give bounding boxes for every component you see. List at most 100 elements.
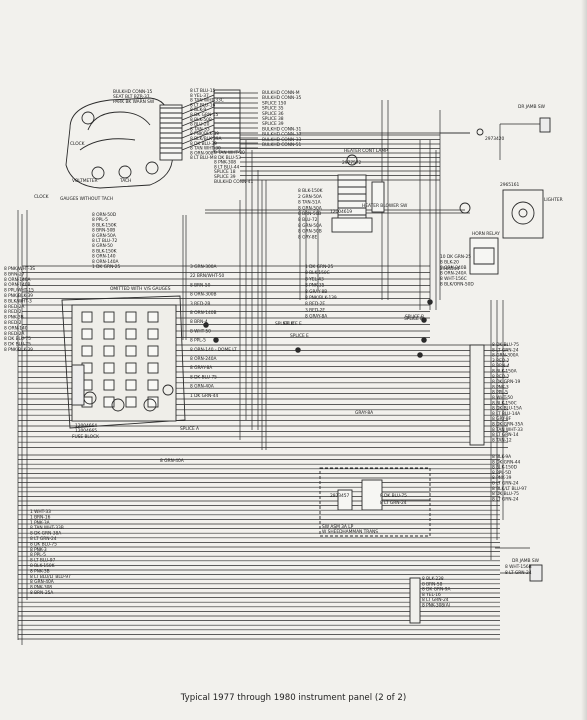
right-bus-wire-label: 8 BRN-4 (492, 363, 510, 369)
center-wire-label: 8 YEL-43 (305, 276, 324, 282)
right-bus-wire-label: 8 DK GRN-19 (492, 379, 520, 385)
right-lower-wire-label: 8 LT GRN-24 (492, 481, 519, 487)
cluster-to-bulkhead-wire (181, 112, 215, 127)
bottom-left-wire-label: 8 DK GRN-38A (30, 531, 61, 537)
fuse-slot (81, 311, 93, 323)
bulkhead-label: BULKHD CONN-51 (262, 142, 301, 148)
page-edge-shadow (581, 0, 587, 720)
bulkhead-label: BULKHD CONN-35 (262, 95, 301, 101)
horn-wire-label: 8 WHT-156C (440, 276, 467, 282)
center-wire-label: 8 RED-2E (305, 301, 325, 307)
bottom-left-wire-label: 8 BLK-150K (30, 563, 55, 569)
component-label-splice-b: SPLICE B (404, 316, 423, 322)
center-wire-label: 8 BLK-150C (305, 270, 330, 276)
bulkhead-label: SPLICE 35 (262, 106, 284, 112)
cluster-wire-label: 8 PNK/BLK-39 (190, 131, 219, 137)
heater-wire-label: 2 GRN-50A (298, 194, 322, 200)
horn-relay-coil (473, 247, 495, 265)
connector-part-number: 2965161 (500, 182, 519, 188)
splice-label: SPLICE B (405, 314, 424, 320)
right-lower-wire-label: 8 LT GRN-24 (505, 570, 532, 576)
bulkhead-label: SPLICE 38 (262, 116, 284, 122)
blower-resistor (371, 181, 385, 213)
cluster-wire-label: 8 TAN WHT-33C (190, 98, 224, 104)
heater-cont-lamp (346, 154, 358, 166)
fuse-right-wire-label: 8 PPL-5 (190, 338, 206, 344)
splice-node (203, 322, 209, 328)
component-label-clock: CLOCK (70, 141, 85, 147)
fuse-right-wire-label: 3 GRN-300A (190, 264, 216, 270)
connector-part-number: 12004619 (330, 209, 352, 215)
cluster-wire-label: 8 TAN WHT-30 (190, 146, 221, 152)
bottom-left-wire-label: 8 TAN WHT-33B (30, 525, 64, 531)
heater-wire-label: 8 GRY-8E (298, 234, 318, 240)
component-label-voltmeter: VOLTMETER (72, 178, 98, 184)
cluster-connector-label: PARK BK WARN SW (113, 99, 155, 105)
component-label-splice-e: SPLICE E (283, 321, 302, 327)
fuse-slot (103, 311, 115, 323)
right-lower-wire-label: 8 BLK-238 (422, 576, 444, 582)
center-wire-label: 8 GRAY-8A (305, 314, 327, 320)
right-bus-wire-label: 8 LT GRN-14 (492, 432, 519, 438)
right-lower-wire-label: 8 PNK-308(A) (422, 603, 451, 609)
right-connector-strip (469, 344, 485, 446)
heater-wire-label: 8 TAN-51A (298, 200, 321, 206)
bulkhead-label: SPLICE 150 (262, 100, 287, 106)
cluster-connector (159, 104, 183, 161)
grommet (476, 128, 484, 136)
cluster-wire-label: 8 PNK-308 (214, 160, 236, 166)
splice-label: 8 DK BLU-75 (380, 493, 407, 499)
right-bus-wire-label: 3 RED-2 (492, 358, 510, 364)
right-bus-wire-label: 8 BLK-150C (492, 400, 517, 406)
horn-wire-label: 8 BLK-20 (440, 260, 459, 266)
fuse-left-wire-label: 8 ORN-140B (4, 282, 30, 288)
component-label-horn-relay: HORN RELAY (472, 231, 500, 237)
cluster-arc-wire (87, 111, 151, 131)
fuse-left-wire-label: 8 ORN-140A (4, 277, 30, 283)
cluster-to-bulkhead-wire (181, 106, 215, 121)
clock-dial (81, 111, 95, 125)
component-label-lighter: LIGHTER (544, 197, 563, 203)
fuse-block-mount (162, 384, 174, 396)
diagram-caption: Typical 1977 through 1980 instrument pan… (180, 693, 407, 703)
right-bus-wire-label: 8 DK BLU-15A (492, 406, 522, 412)
fuse-slot (147, 396, 159, 408)
center-wire-label: 8 GRAY-8B (305, 289, 327, 295)
splice-node (427, 299, 433, 305)
fuse-left-wire-label: 8 RED-2A (4, 331, 24, 337)
door-jamb-switch-top (539, 117, 551, 133)
cluster-wire-label: BULKHD CONN-41 (214, 179, 253, 185)
switch-assembly-connector (337, 489, 353, 511)
fuse-left-wire-label: 8 ORN-140 (4, 325, 28, 331)
right-bus-wire-label: 8 GRY-8F (492, 416, 512, 422)
cluster-connector-label: BULKHD CONN-15 (113, 89, 152, 95)
horn-wire-label: 8 ORN-240A (440, 271, 466, 277)
flasher-unit (71, 364, 85, 406)
fuse-left-wire-label: 8 RED-2 (4, 309, 22, 315)
heater-blower-switch (337, 174, 367, 224)
right-lower-wire-label: 8 WHT-156B (505, 564, 532, 570)
bottom-left-wire-label: 1 WHT-33 (30, 509, 51, 515)
center-wire-label: 8 PNK/BLK-139 (305, 295, 337, 301)
cluster-wire-label: 8 DK BLU-39 (190, 141, 217, 147)
fuse-right-wire-label: 8 BRN-4 (190, 319, 208, 325)
right-lower-wire-label: 8 BLK/LT BLU-97 (492, 486, 527, 492)
right-bus-wire-label: 8 PNK-3 (492, 384, 509, 390)
center-wire-label: 1 DK GRN-25 (305, 264, 333, 270)
bottom-left-wire-label: 8 LT GRN-24 (30, 536, 57, 542)
bulkhead-label: BULKHD CONN-30 (262, 132, 301, 138)
splice-label: GRAY-8A (355, 410, 373, 416)
fuse-slot (103, 362, 115, 374)
splice-label: 8 LT GRN-24 (380, 500, 407, 506)
bulkhead-label: BULKHD CONN-33 (262, 137, 301, 143)
voltmeter-gauge (91, 166, 105, 180)
right-bus-wire-label: 8 TAN WHT-33 (492, 427, 523, 433)
fuse-right-wire-label: 8 ORN-300B (190, 292, 216, 298)
fuse-block-mount (111, 398, 125, 412)
right-bus-wire-label: 8 GRN-300A (492, 353, 518, 359)
right-lower-wire-label: 8 PNK-39 (492, 475, 512, 481)
splice-label: SPLICE A (180, 426, 199, 432)
fuse-slot (103, 328, 115, 340)
right-lower-wire-label: 8 BLK-150D (492, 465, 518, 471)
